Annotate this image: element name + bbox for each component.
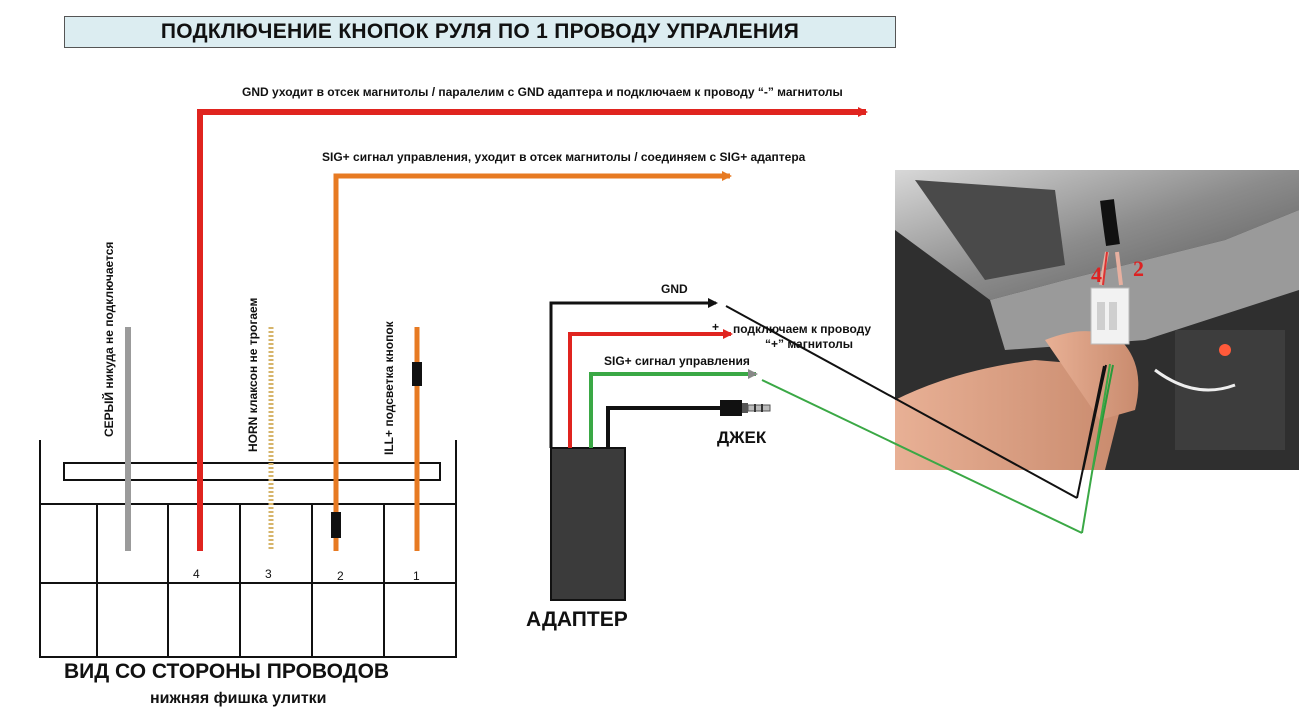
- sig-top-label: SIG+ сигнал управления, уходит в отсек м…: [322, 150, 806, 164]
- adapter-gnd-wire: [549, 298, 718, 448]
- photo-pin-left-label: 4: [1091, 262, 1102, 287]
- page-title: ПОДКЛЮЧЕНИЕ КНОПОК РУЛЯ ПО 1 ПРОВОДУ УПР…: [64, 16, 896, 48]
- grey-wire-label: СЕРЫЙ никуда не подключается: [102, 241, 116, 437]
- plus-line1-label: подключаем к проводу: [733, 322, 872, 336]
- adapter-plus-wire: [568, 329, 733, 448]
- pin-label-4: 4: [193, 567, 200, 581]
- sig-adapter-label: SIG+ сигнал управления: [604, 354, 750, 368]
- orange-wire-sig-marker: [331, 512, 341, 538]
- jack-plug: [720, 400, 771, 416]
- adapter-box: [550, 447, 626, 601]
- horn-wire-label: HORN клаксон не трогаем: [246, 297, 260, 452]
- gnd-adapter-label: GND: [661, 282, 688, 296]
- photo-pin-right-label: 2: [1133, 256, 1144, 281]
- pin-label-3: 3: [265, 567, 272, 581]
- pin-label-1: 1: [413, 569, 420, 583]
- plus-line2-label: “+” магнитолы: [765, 337, 853, 351]
- adapter-jack-wire: [606, 406, 722, 448]
- adapter-sig-wire: [589, 369, 758, 448]
- ill-wire-label: ILL+ подсветка кнопок: [382, 321, 396, 455]
- connector-subcaption: нижняя фишка улитки: [150, 690, 327, 707]
- connector-block: [39, 440, 457, 658]
- orange-wire-sig: [333, 171, 732, 551]
- gnd-top-label: GND уходит в отсек магнитолы / паралелим…: [242, 85, 843, 99]
- connector-caption: ВИД СО СТОРОНЫ ПРОВОДОВ: [64, 660, 390, 683]
- jack-label: ДЖЕК: [717, 428, 767, 447]
- red-wire-gnd: [197, 107, 868, 551]
- orange-wire-ill-marker: [412, 362, 422, 386]
- connector-photo: 4 2: [895, 170, 1299, 470]
- adapter-label: АДАПТЕР: [526, 608, 628, 631]
- pin-label-2: 2: [337, 569, 344, 583]
- plus-sign-label: +: [712, 320, 720, 334]
